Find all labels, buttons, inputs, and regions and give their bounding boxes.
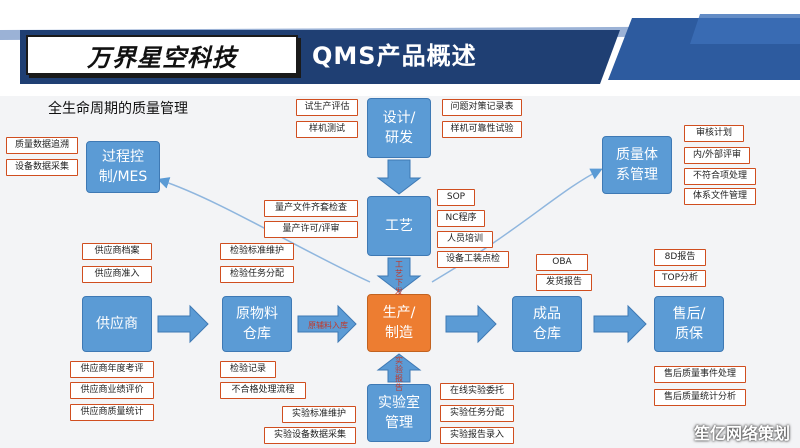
arrow-label-raw: 原辅料入库 bbox=[308, 321, 348, 330]
watermark: 笙亿网络策划 bbox=[693, 424, 790, 443]
curve-production-to-mes bbox=[157, 177, 371, 283]
diagram-subtitle: 全生命周期的质量管理 bbox=[48, 101, 188, 117]
node-supplier: 供应商 bbox=[82, 296, 152, 352]
tag-oba: OBA bbox=[536, 254, 588, 271]
tag-staff-training: 人员培训 bbox=[437, 231, 493, 248]
node-quality-system: 质量体系管理 bbox=[602, 136, 672, 194]
tag-equipment-data-collect: 设备数据采集 bbox=[6, 159, 78, 176]
arrow-craft-to-production bbox=[376, 257, 422, 293]
tag-inspection-task: 检验任务分配 bbox=[220, 266, 294, 283]
tag-lab-equipment-data: 实验设备数据采集 bbox=[264, 427, 356, 444]
arrow-raw-to-production bbox=[297, 304, 357, 344]
arrow-finished-to-after bbox=[593, 304, 647, 344]
arrow-label-lab: 实验报告 bbox=[395, 356, 403, 392]
node-design-rd: 设计/研发 bbox=[367, 98, 431, 158]
tag-top-analysis: TOP分析 bbox=[654, 270, 706, 287]
node-lab-management: 实验室管理 bbox=[367, 384, 431, 442]
tag-lab-report-entry: 实验报告录入 bbox=[440, 427, 514, 444]
tag-inspection-record: 检验记录 bbox=[220, 361, 276, 378]
node-raw-material-warehouse: 原物料仓库 bbox=[222, 296, 292, 352]
tag-lab-standard: 实验标准维护 bbox=[282, 406, 356, 423]
tag-mass-doc-check: 量产文件齐套检查 bbox=[264, 200, 358, 217]
node-after-sales: 售后/质保 bbox=[654, 296, 724, 352]
tag-prototype-test: 样机测试 bbox=[296, 121, 358, 138]
tag-supplier-access: 供应商准入 bbox=[82, 266, 152, 283]
arrow-design-to-craft bbox=[376, 159, 422, 195]
tag-after-sales-event: 售后质量事件处理 bbox=[654, 366, 746, 383]
tag-inspection-standard: 检验标准维护 bbox=[220, 243, 294, 260]
tag-mass-permit: 量产许可/评审 bbox=[264, 221, 358, 238]
tag-audit-plan: 审核计划 bbox=[684, 125, 744, 142]
arrow-supplier-to-raw bbox=[157, 304, 209, 344]
node-production: 生产/制造 bbox=[367, 294, 431, 352]
tag-nonconformity: 不符合项处理 bbox=[684, 168, 756, 185]
tag-problem-countermeasure: 问题对策记录表 bbox=[442, 99, 522, 116]
tag-after-sales-stats: 售后质量统计分析 bbox=[654, 389, 746, 406]
tag-prototype-reliability: 样机可靠性试验 bbox=[442, 121, 522, 138]
arrow-production-to-finished bbox=[445, 304, 497, 344]
tag-equipment-check: 设备工装点检 bbox=[437, 251, 509, 268]
tag-lab-online-request: 在线实验委托 bbox=[440, 383, 514, 400]
tag-shipping-report: 发货报告 bbox=[536, 274, 592, 291]
node-process-control-mes: 过程控制/MES bbox=[86, 141, 160, 193]
tag-8d-report: 8D报告 bbox=[654, 249, 706, 266]
brand-logo: 万界星空科技 bbox=[26, 35, 298, 75]
tag-sop: SOP bbox=[437, 189, 475, 206]
tag-supplier-annual: 供应商年度考评 bbox=[70, 361, 154, 378]
page-title: QMS产品概述 bbox=[312, 42, 477, 70]
tag-nonconforming-flow: 不合格处理流程 bbox=[220, 382, 306, 399]
tag-supplier-performance: 供应商业绩评价 bbox=[70, 382, 154, 399]
tag-internal-external-review: 内/外部评审 bbox=[684, 147, 750, 164]
tag-trial-production-eval: 试生产评估 bbox=[296, 99, 358, 116]
tag-nc-program: NC程序 bbox=[437, 210, 485, 227]
tag-supplier-file: 供应商档案 bbox=[82, 243, 152, 260]
tag-system-docs: 体系文件管理 bbox=[684, 188, 756, 205]
arrow-lab-to-production bbox=[376, 353, 422, 383]
node-finished-goods-warehouse: 成品仓库 bbox=[512, 296, 582, 352]
arrow-label-craft: 工艺下发 bbox=[395, 260, 403, 296]
tag-lab-task-assign: 实验任务分配 bbox=[440, 405, 514, 422]
tag-supplier-quality-stats: 供应商质量统计 bbox=[70, 404, 154, 421]
node-craft: 工艺 bbox=[367, 196, 431, 256]
tag-quality-data-trace: 质量数据追溯 bbox=[6, 137, 78, 154]
